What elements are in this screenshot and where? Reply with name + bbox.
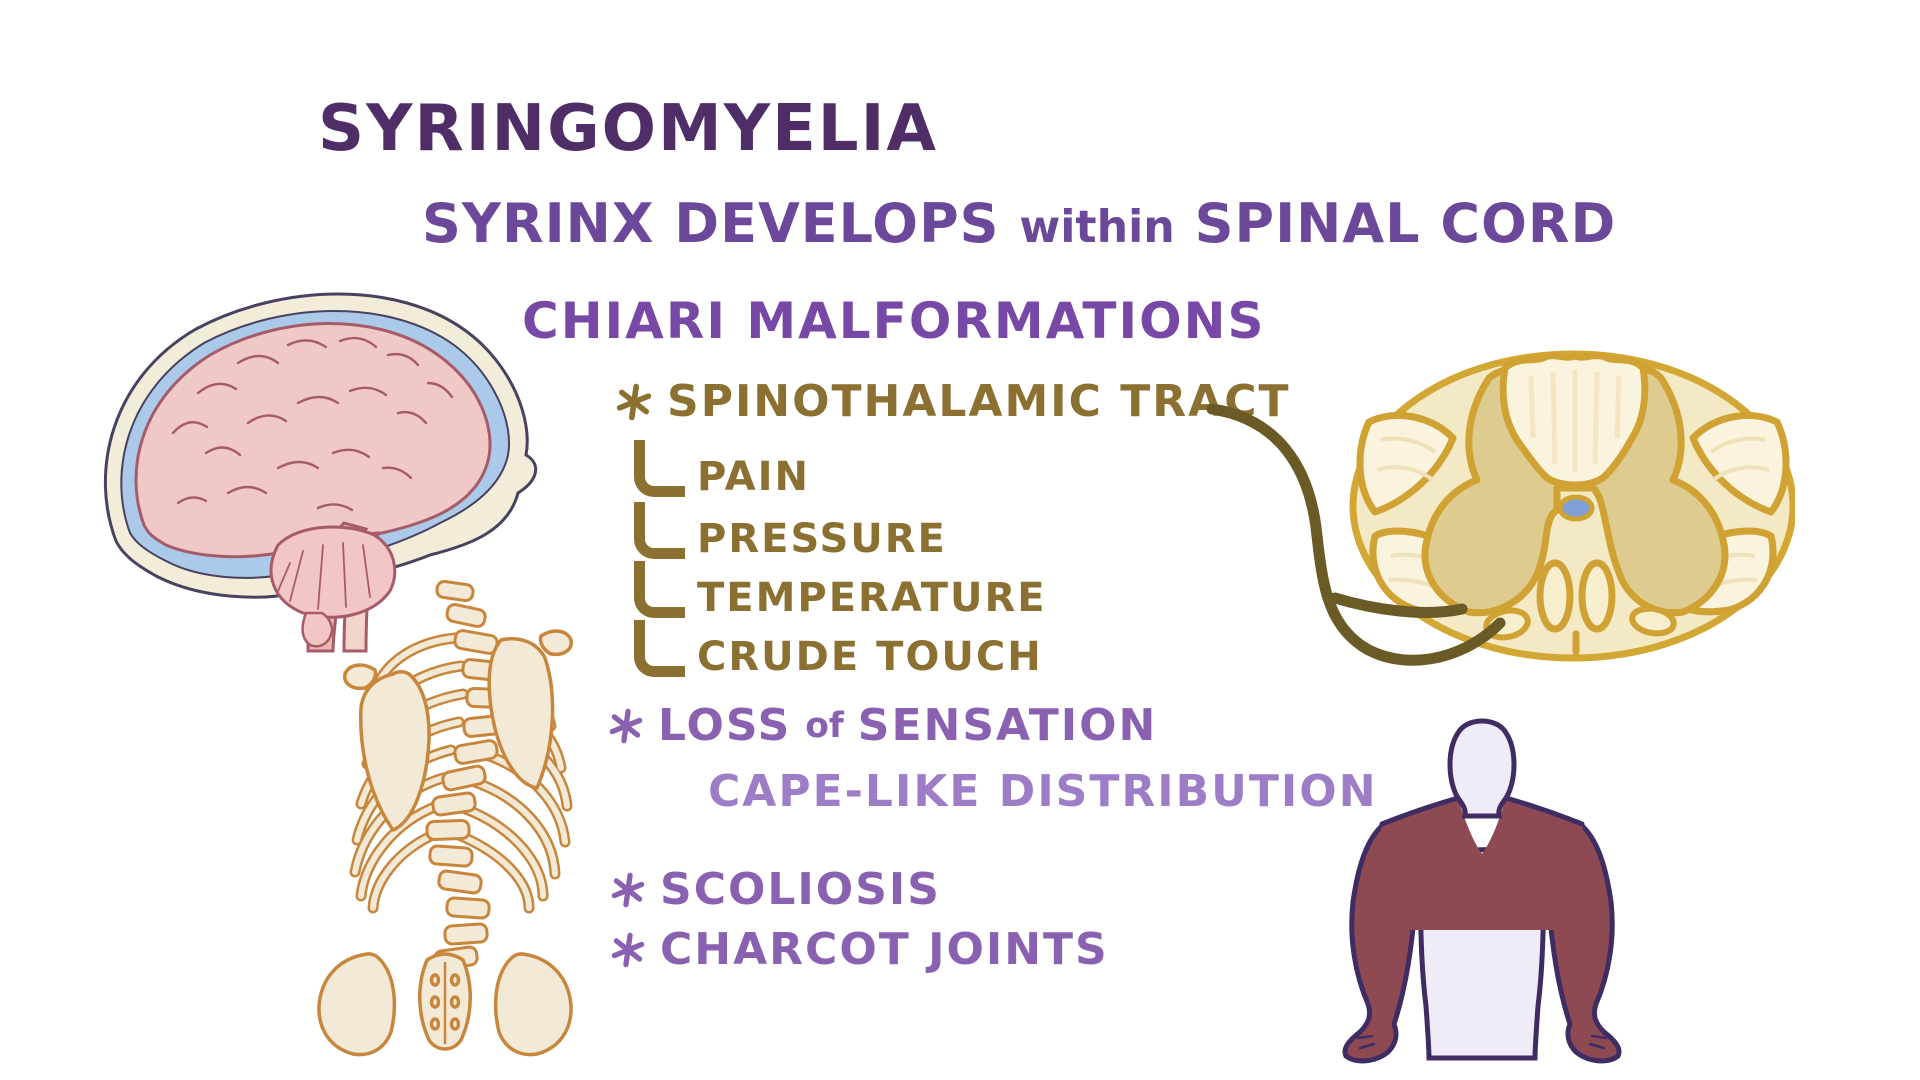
cerebrum xyxy=(134,322,492,559)
cape-region xyxy=(1378,798,1586,930)
tract-row: SPINOTHALAMIC TRACT xyxy=(615,376,1291,427)
subtitle-part1: SYRINX DEVELOPS xyxy=(422,192,1000,255)
cape-distribution-torso-illustration xyxy=(1342,718,1622,1064)
asterisk-icon xyxy=(611,872,645,907)
subtitle: SYRINX DEVELOPS within SPINAL CORD xyxy=(422,192,1616,255)
cerebellar-tonsil xyxy=(301,611,334,648)
asterisk-icon xyxy=(616,383,652,420)
heading-chiari: CHIARI MALFORMATIONS xyxy=(522,292,1266,350)
page-title: SYRINGOMYELIA xyxy=(318,92,938,166)
scoliosis-label: SCOLIOSIS xyxy=(660,864,941,915)
elbow-connector-icon xyxy=(634,620,685,677)
asterisk-icon xyxy=(611,932,645,967)
posterior-column-striations xyxy=(1528,370,1622,472)
tract-sub-label: TEMPERATURE xyxy=(697,575,1047,621)
finding-loss-row: LOSS of SENSATION xyxy=(608,700,1157,751)
tract-label: SPINOTHALAMIC TRACT xyxy=(667,376,1291,427)
subtitle-connector: within xyxy=(1019,202,1175,253)
brain-illustration xyxy=(104,292,537,653)
tract-pointer-line xyxy=(1206,403,1506,666)
elbow-connector-icon xyxy=(634,502,685,559)
tract-sub-item: TEMPERATURE xyxy=(634,561,1047,618)
cerebellum-folia xyxy=(277,542,371,610)
loss-word1: LOSS xyxy=(658,700,792,751)
tract-sub-label: CRUDE TOUCH xyxy=(697,634,1043,680)
tract-sub-item: CRUDE TOUCH xyxy=(634,620,1043,677)
elbow-connector-icon xyxy=(634,561,685,618)
shoulder-outlines xyxy=(1379,795,1585,827)
central-canal xyxy=(1557,494,1595,522)
spinal-cord-cross-section-illustration xyxy=(1349,350,1795,662)
tract-sub-label: PAIN xyxy=(697,454,810,500)
loss-word2: SENSATION xyxy=(857,700,1158,751)
gray-matter xyxy=(1421,365,1729,617)
finding-scoliosis-row: SCOLIOSIS xyxy=(610,864,941,915)
asterisk-icon xyxy=(609,708,643,743)
head xyxy=(1447,718,1517,819)
subtitle-part2: SPINAL CORD xyxy=(1194,192,1617,255)
finger-lines xyxy=(1356,1034,1608,1050)
pelvis xyxy=(317,952,573,1057)
anterior-ovals xyxy=(1536,559,1616,633)
elbow-connector-icon xyxy=(634,440,685,497)
cape-distribution-label: CAPE-LIKE DISTRIBUTION xyxy=(708,766,1378,817)
charcot-label: CHARCOT JOINTS xyxy=(660,924,1109,975)
skeleton-illustration xyxy=(317,579,573,1057)
scapulae xyxy=(343,629,573,832)
tract-sub-label: PRESSURE xyxy=(697,516,947,562)
spinothalamic-tract-ovals xyxy=(1483,605,1677,641)
loss-connector: of xyxy=(805,705,844,746)
gyri-lines xyxy=(171,336,454,512)
tract-sub-item: PAIN xyxy=(634,440,810,497)
finding-charcot-row: CHARCOT JOINTS xyxy=(610,924,1109,975)
tract-sub-item: PRESSURE xyxy=(634,502,947,559)
